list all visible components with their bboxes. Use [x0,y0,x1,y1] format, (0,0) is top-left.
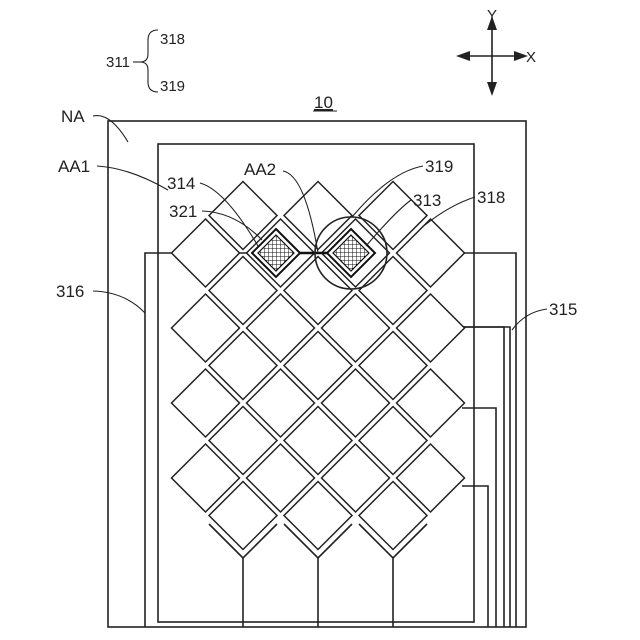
trace-group-315 [462,253,516,627]
x-axis-label: X [526,49,536,66]
leader-na [93,116,128,142]
brace-shape [140,30,158,92]
label-319: 319 [425,157,453,176]
label-314: 314 [167,174,195,193]
bottom-traces [243,558,393,627]
trace-315-d [462,408,496,627]
figure-number: 10 [314,93,333,112]
axis-indicator: Y X [456,7,536,96]
label-316: 316 [56,282,84,301]
brace-legend: 311 318 319 [106,30,185,95]
leader-315 [512,309,547,330]
y-arrow-down [487,82,497,96]
brace-child-bottom-label: 319 [160,78,185,95]
trace-315-c [462,327,504,627]
label-aa1: AA1 [58,157,90,176]
label-313: 313 [413,191,441,210]
label-321: 321 [169,202,197,221]
label-aa2: AA2 [244,160,276,179]
x-arrow-left [456,51,470,61]
trace-315-a [462,253,516,627]
leader-316 [93,291,145,313]
label-na: NA [61,107,85,126]
trace-315-b [462,327,510,627]
trace-315-e [462,486,488,627]
brace-parent-label: 311 [106,54,130,71]
label-318: 318 [477,188,505,207]
label-315: 315 [549,300,577,319]
brace-child-top-label: 318 [160,31,185,48]
y-axis-label: Y [487,7,497,24]
